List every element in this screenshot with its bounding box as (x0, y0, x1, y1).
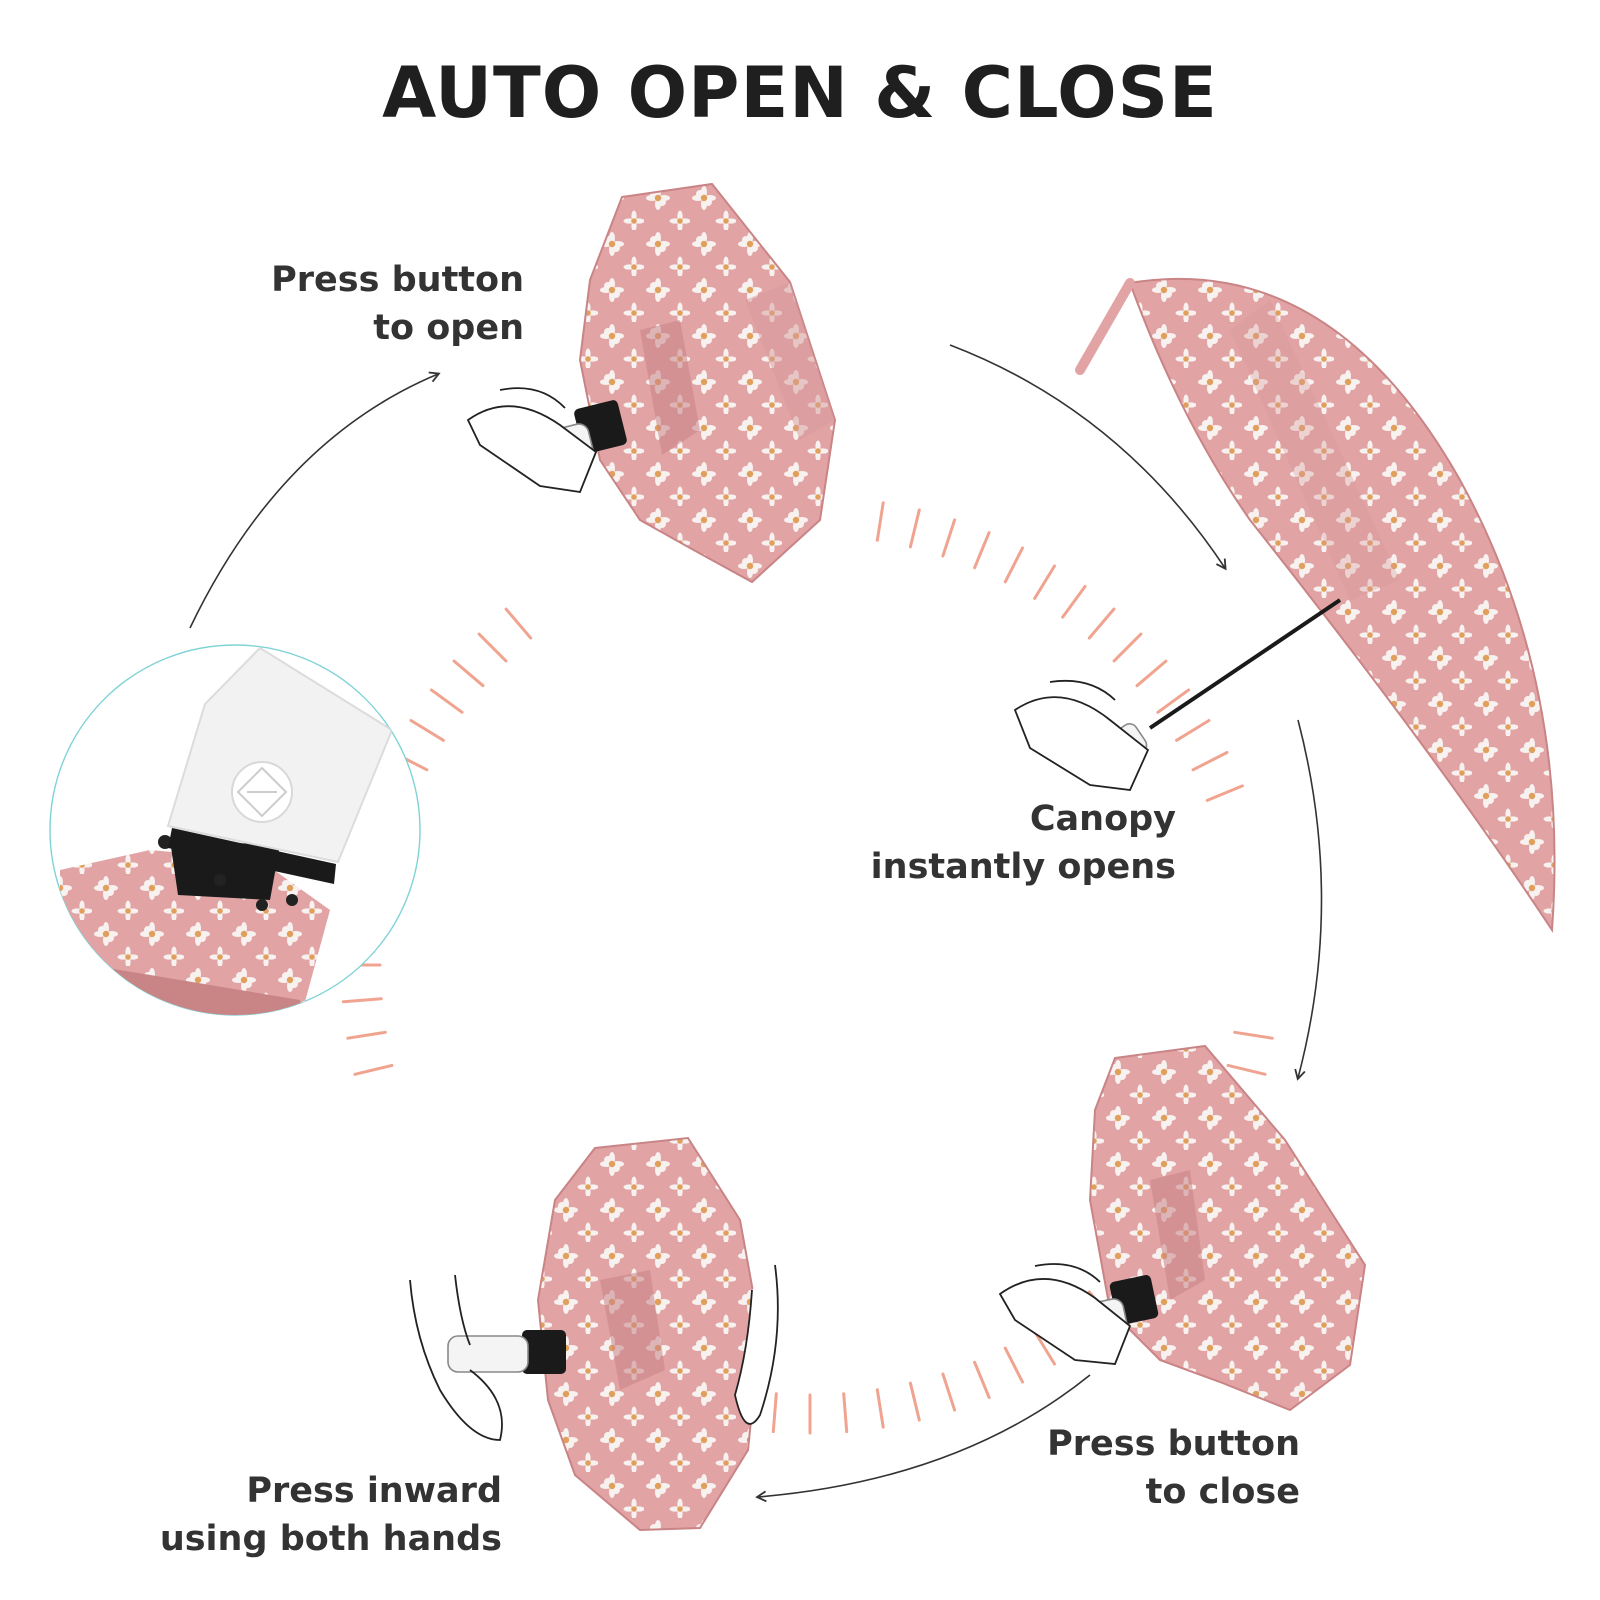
step-open-line2: to open (373, 308, 524, 348)
ring-dash (1226, 1063, 1267, 1076)
ring-dash (409, 719, 445, 742)
ring-dash (1175, 719, 1211, 742)
ring-dash (1112, 632, 1143, 663)
arrow-to-canopy (949, 344, 1227, 571)
step-open-line1: Press button (271, 260, 524, 300)
umbrella-open (1013, 277, 1556, 934)
arrow-to-inward (755, 1374, 1091, 1503)
ring-dash (941, 518, 957, 558)
ring-dash (842, 1392, 849, 1434)
ring-dash (477, 632, 508, 663)
ring-dash (1003, 1346, 1024, 1384)
umbrella-folded-right (998, 1044, 1367, 1412)
arrow-to-open (189, 371, 441, 629)
step-label-press-inward: Press inward using both hands (140, 1467, 502, 1563)
step-inward-line2: using both hands (159, 1519, 502, 1559)
ring-dash (875, 1388, 885, 1429)
ring-dash (875, 501, 885, 542)
arrow-to-close (1294, 719, 1323, 1081)
ring-dash (1205, 784, 1244, 802)
step-close-line1: Press button (1047, 1424, 1300, 1464)
step-close-line2: to close (1145, 1472, 1300, 1512)
ring-dash (1033, 564, 1056, 600)
step-label-close: Press button to close (1010, 1420, 1300, 1516)
ring-dash (973, 531, 991, 570)
ring-dash (1191, 751, 1229, 772)
ring-dash (771, 1392, 778, 1434)
ring-dash (1135, 659, 1168, 688)
step-label-open: Press button to open (246, 256, 524, 352)
ring-dash (908, 508, 921, 549)
umbrella-press-inward (409, 1136, 779, 1532)
ring-dash (452, 659, 485, 688)
ring-dash (973, 1360, 991, 1399)
ring-dash (504, 607, 533, 640)
ring-dash (341, 997, 383, 1004)
ring-dash (908, 1381, 921, 1422)
handle-closeup-inset (49, 644, 421, 1016)
ring-dash (1061, 584, 1087, 619)
step-opens-line2: instantly opens (870, 847, 1176, 887)
step-opens-line1: Canopy (1029, 799, 1176, 839)
step-label-canopy-opens: Canopy instantly opens (846, 795, 1176, 891)
ring-dash (429, 688, 464, 714)
ring-dash (941, 1372, 957, 1412)
step-inward-line1: Press inward (246, 1471, 502, 1511)
umbrella-folded-top (466, 182, 837, 584)
ring-dash (353, 1063, 394, 1076)
ring-dash (1033, 1330, 1056, 1366)
ring-dash (1003, 546, 1024, 584)
ring-dash (1087, 607, 1116, 640)
ring-dash (346, 1030, 387, 1040)
ring-dash (1233, 1030, 1274, 1040)
page-title: AUTO OPEN & CLOSE (382, 52, 1218, 134)
ring-dash (1156, 688, 1191, 714)
